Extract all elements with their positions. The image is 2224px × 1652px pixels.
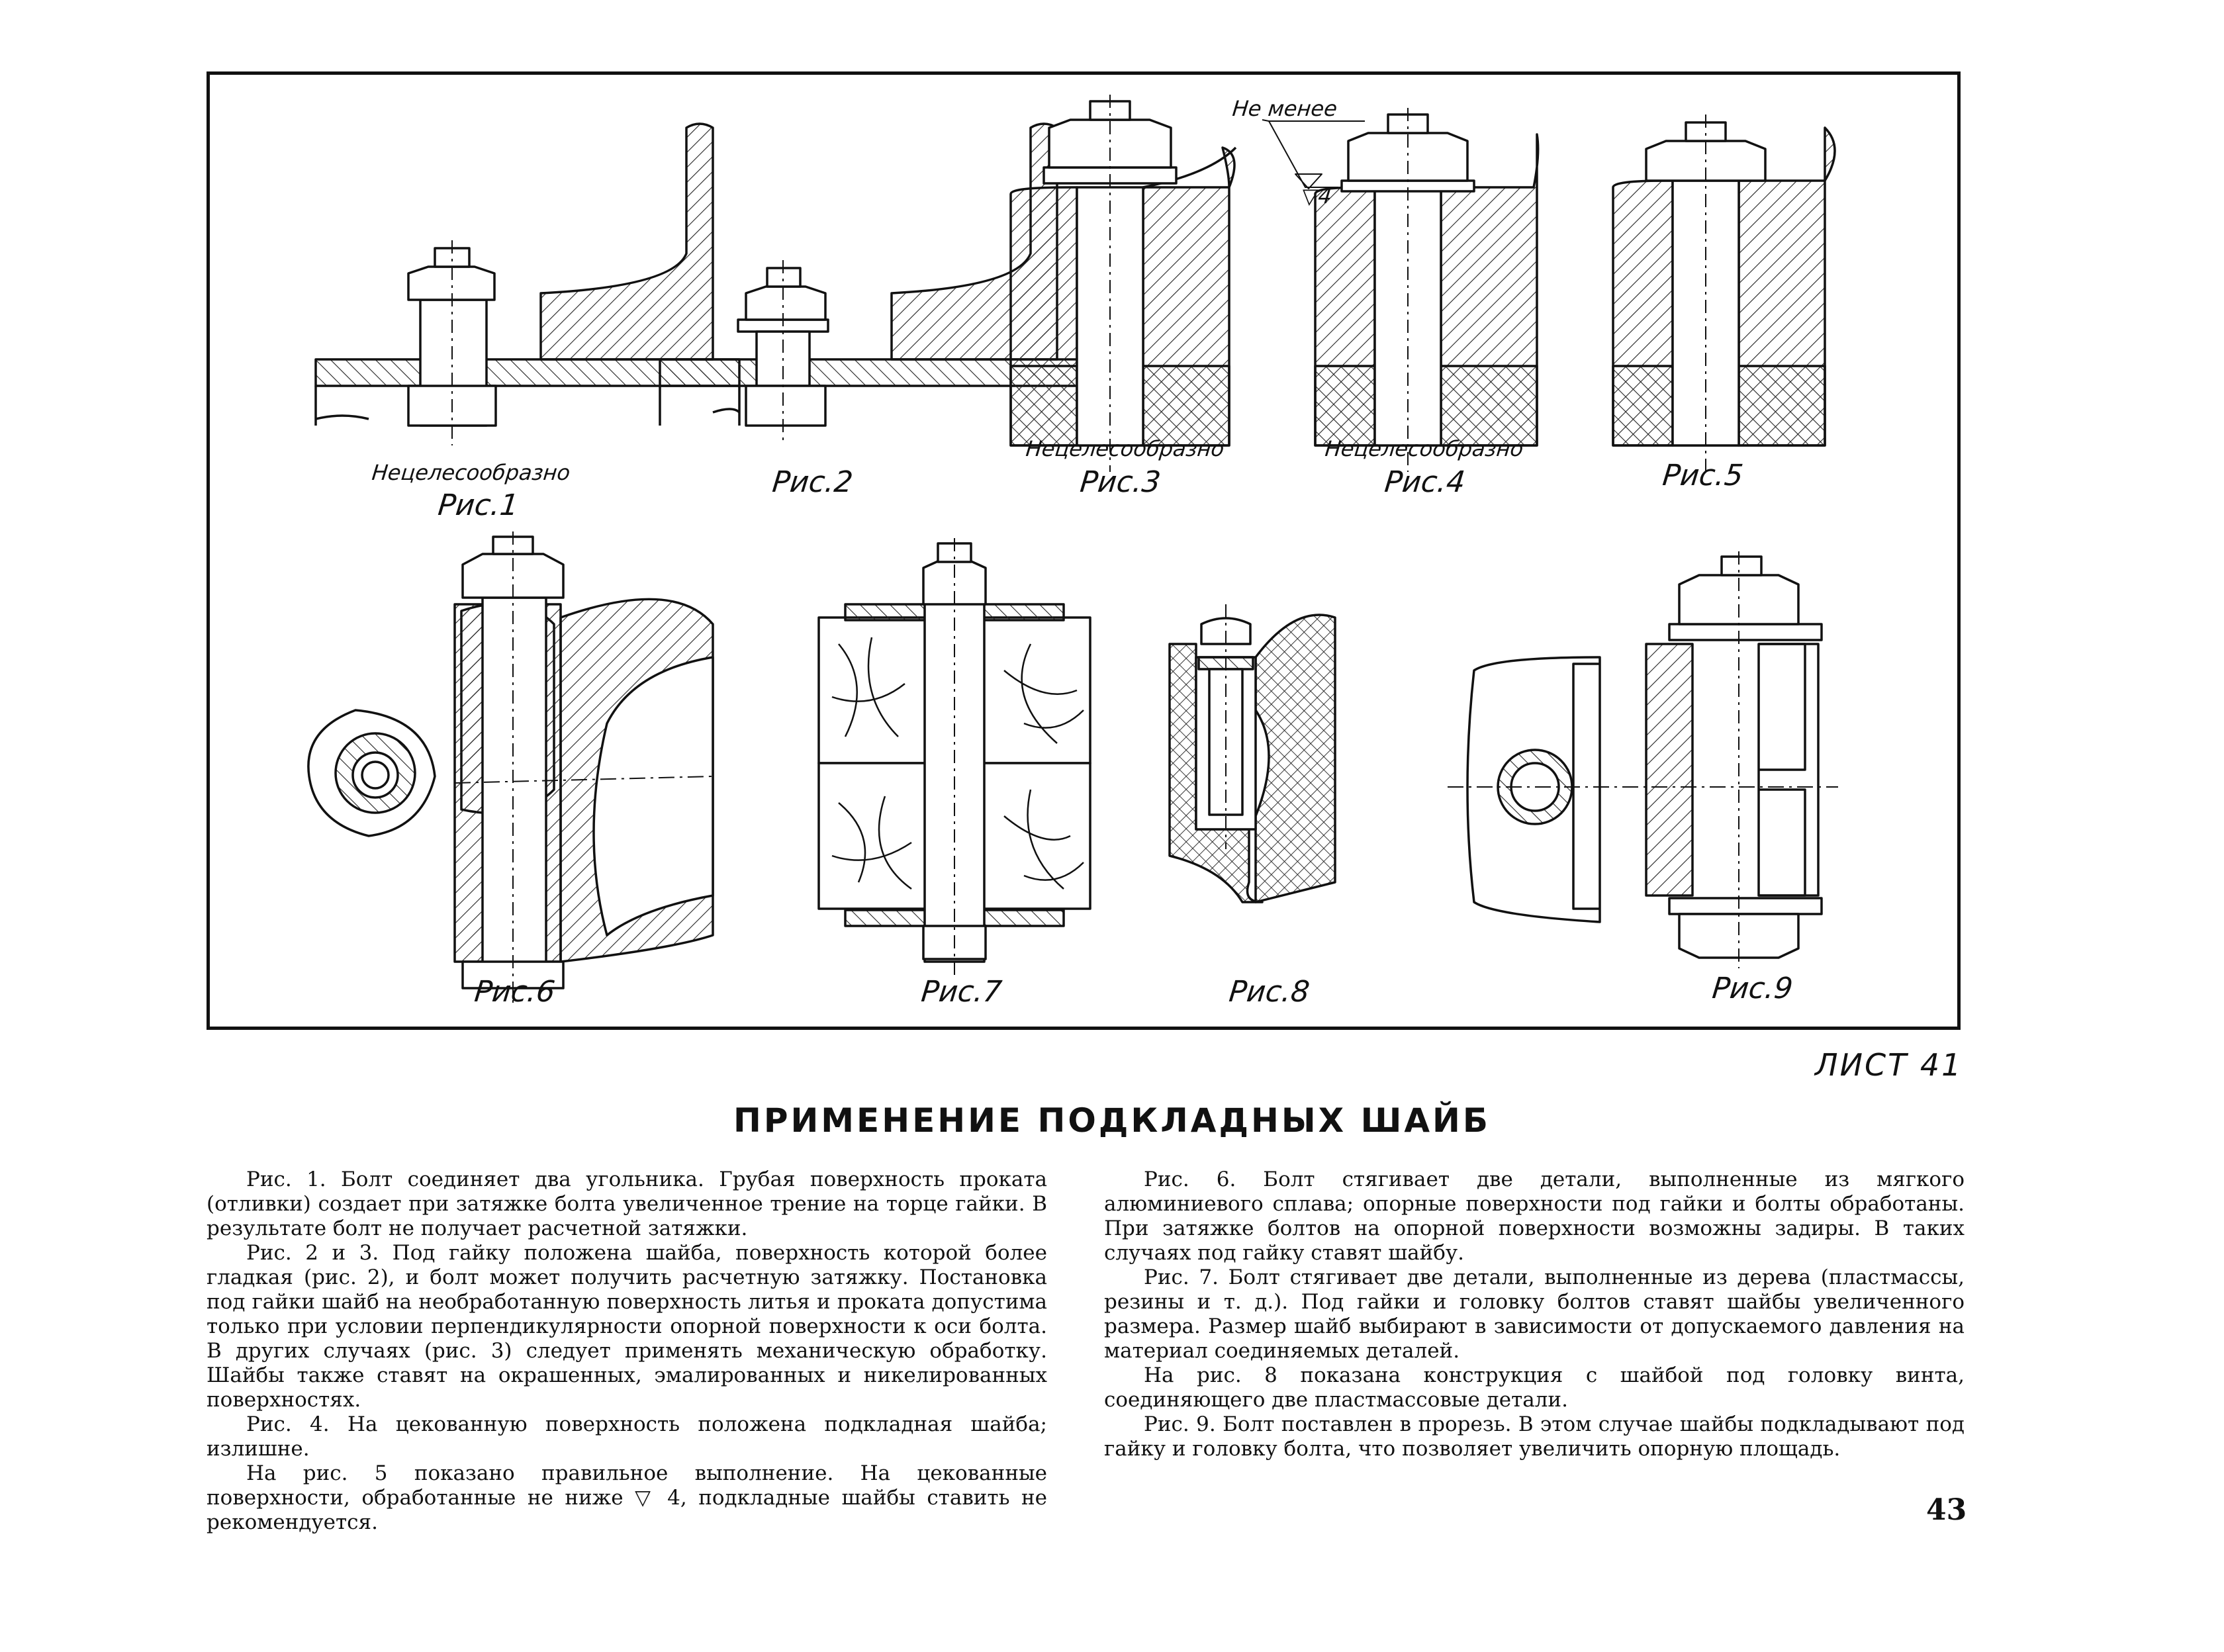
figure-1 [314, 122, 741, 445]
caption-fig6: Рис.6 [473, 975, 557, 1009]
figure-7 [817, 538, 1091, 975]
roughness-annotation: ▽4 [1301, 183, 1333, 208]
warning-label-fig1: Нецелесообразно [371, 460, 572, 485]
figure-9 [1448, 551, 1838, 968]
warning-label-fig4: Нецелесообразно [1324, 436, 1525, 461]
paragraph: Рис. 6. Болт стягивает две детали, выпол… [1104, 1168, 1965, 1265]
figure-5 [1612, 115, 1836, 472]
sheet-label: ЛИСТ 41 [1815, 1047, 1963, 1083]
caption-fig8: Рис.8 [1227, 975, 1311, 1009]
paragraph: На рис. 8 показана конструкция с шайбой … [1104, 1363, 1965, 1412]
caption-fig4: Рис.4 [1383, 465, 1467, 499]
caption-fig2: Рис.2 [770, 465, 855, 499]
not-less-annotation: Не менее [1231, 96, 1339, 121]
figure-8 [1168, 604, 1336, 903]
paragraph: Рис. 4. На цекованную поверхность положе… [207, 1412, 1047, 1461]
page-title: ПРИМЕНЕНИЕ ПОДКЛАДНЫХ ШАЙБ [733, 1101, 1491, 1140]
caption-fig9: Рис.9 [1710, 972, 1794, 1005]
caption-fig7: Рис.7 [919, 975, 1003, 1009]
caption-fig5: Рис.5 [1661, 459, 1745, 492]
page-number: 43 [1926, 1493, 1967, 1527]
technical-drawing [307, 95, 1838, 1008]
caption-fig1: Рис.1 [436, 488, 520, 522]
caption-fig3: Рис.3 [1078, 465, 1162, 499]
paragraph: Рис. 7. Болт стягивает две детали, выпол… [1104, 1265, 1965, 1363]
paragraph: На рис. 5 показано правильное выполнение… [207, 1461, 1047, 1534]
warning-label-fig3: Нецелесообразно [1025, 436, 1226, 461]
figure-6 [307, 531, 714, 1008]
figure-4 [1262, 108, 1540, 472]
left-text-column: Рис. 1. Болт соединяет два угольника. Гр… [207, 1168, 1047, 1535]
paragraph: Рис. 9. Болт поставлен в прорезь. В этом… [1104, 1412, 1965, 1461]
paragraph: Рис. 2 и 3. Под гайку положена шайба, по… [207, 1241, 1047, 1412]
drawing-frame: Не менее ▽4 Нецелесообразно Нецелесообра… [207, 71, 1961, 1030]
paragraph: Рис. 1. Болт соединяет два угольника. Гр… [207, 1168, 1047, 1240]
right-text-column: Рис. 6. Болт стягивает две детали, выпол… [1104, 1168, 1965, 1461]
figure-3 [1009, 95, 1237, 472]
